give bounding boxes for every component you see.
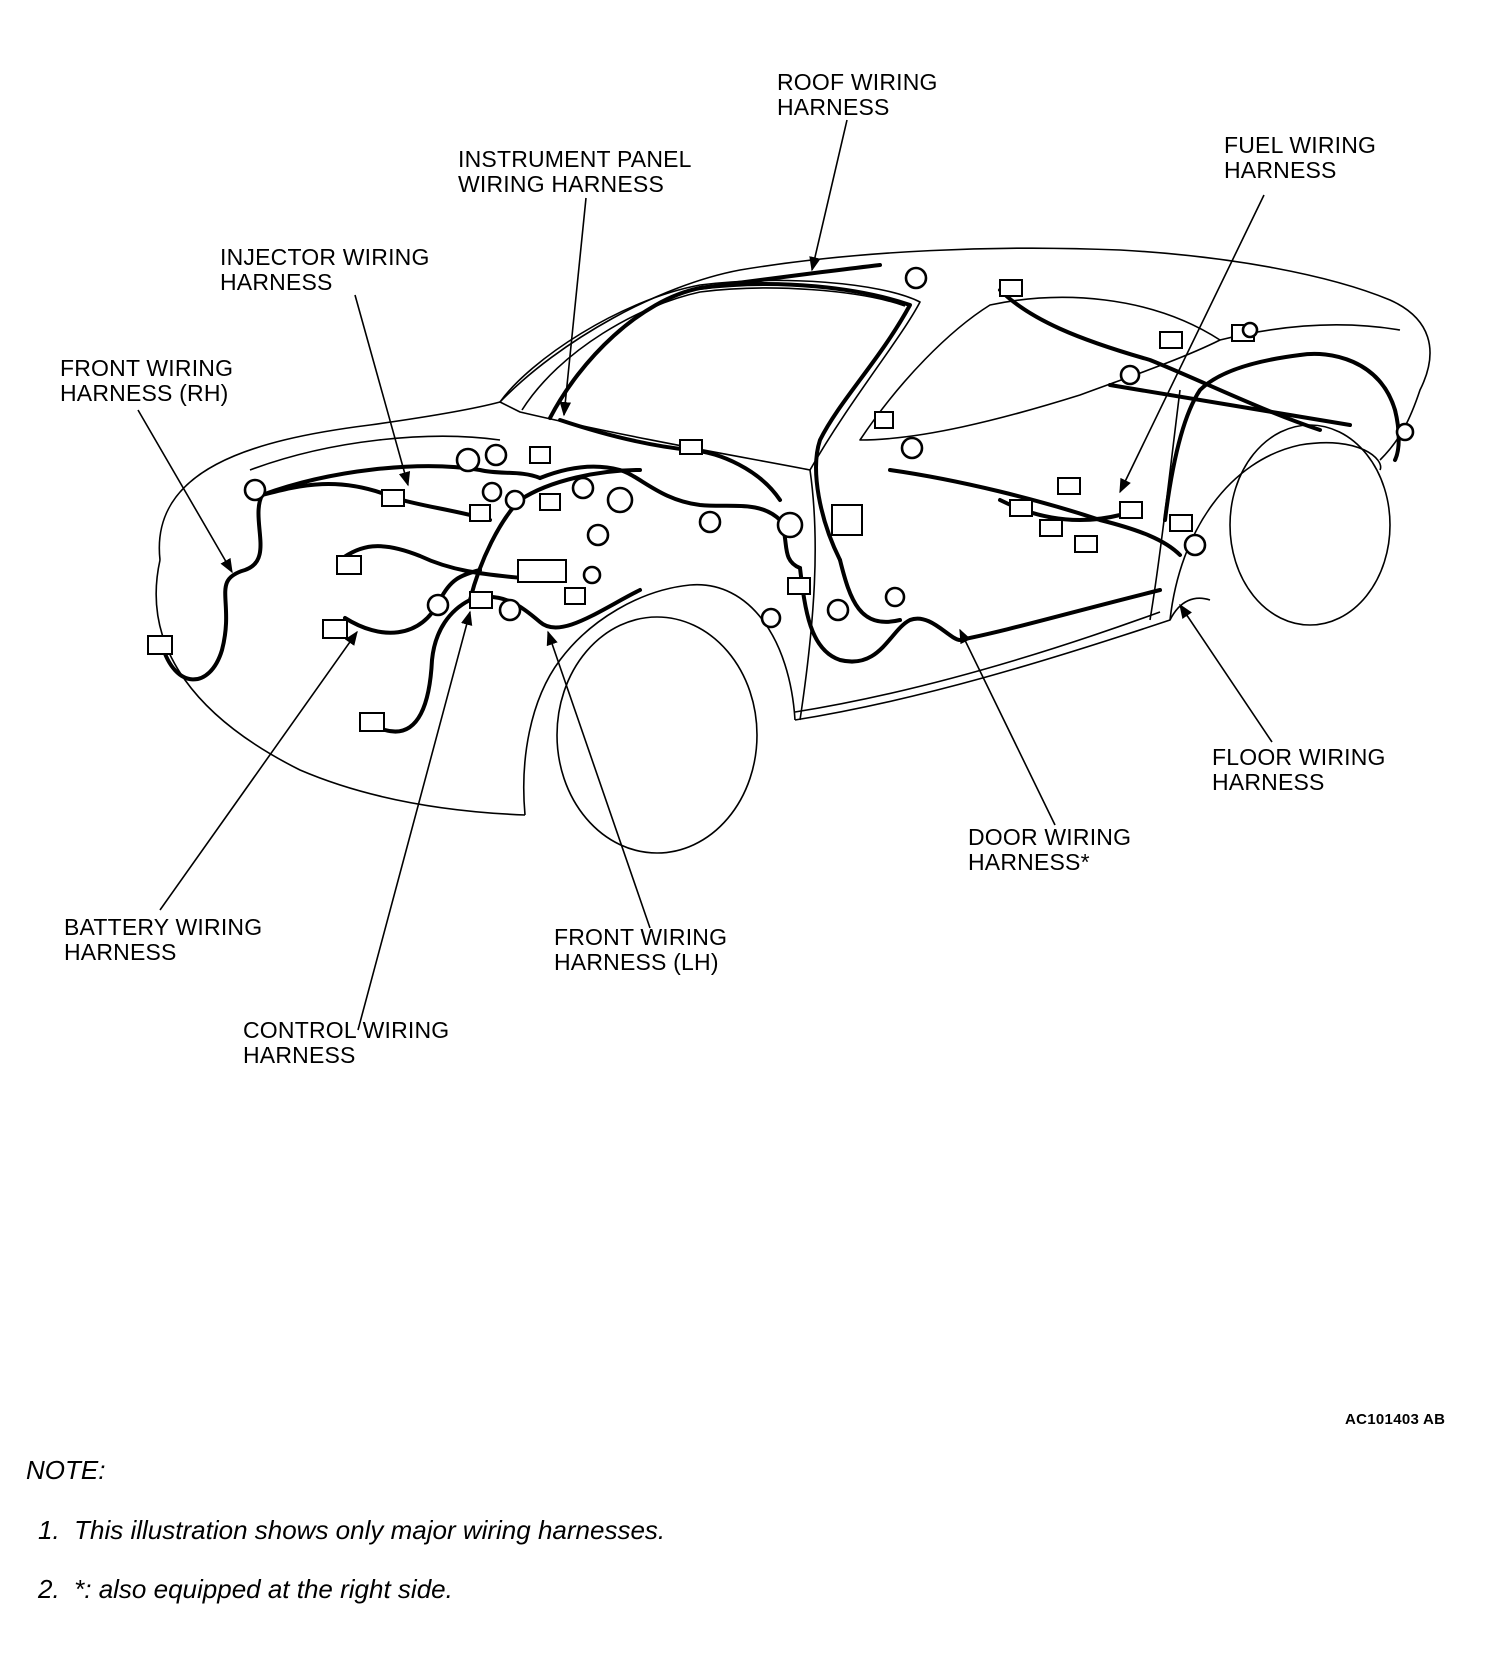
ground-terminal bbox=[455, 447, 481, 473]
connector-box bbox=[539, 493, 561, 511]
label-roof-wiring-harness: ROOF WIRING HARNESS bbox=[777, 69, 938, 120]
connector-box bbox=[1009, 499, 1033, 517]
connector-box bbox=[564, 587, 586, 605]
ground-terminal bbox=[760, 607, 782, 629]
connector-box bbox=[679, 439, 703, 455]
ground-terminal bbox=[698, 510, 722, 534]
ground-terminal bbox=[481, 481, 503, 503]
ground-terminal bbox=[504, 489, 526, 511]
ground-terminal bbox=[586, 523, 610, 547]
leader-battery bbox=[159, 630, 358, 911]
ground-terminal bbox=[484, 443, 508, 467]
label-fuel-wiring-harness: FUEL WIRING HARNESS bbox=[1224, 132, 1377, 183]
connector-box bbox=[1169, 514, 1193, 532]
connector-box bbox=[336, 555, 362, 575]
ground-terminal bbox=[1241, 321, 1259, 339]
leader-fuel bbox=[1119, 194, 1265, 494]
connector-box bbox=[1119, 501, 1143, 519]
label-front-wiring-harness-lh: FRONT WIRING HARNESS (LH) bbox=[554, 924, 728, 975]
label-floor-wiring-harness: FLOOR WIRING HARNESS bbox=[1212, 744, 1386, 795]
ground-terminal bbox=[426, 593, 450, 617]
ground-terminal bbox=[1119, 364, 1141, 386]
connector-box bbox=[1057, 477, 1081, 495]
ground-terminal bbox=[884, 586, 906, 608]
relay-box bbox=[517, 559, 567, 583]
connector-box bbox=[831, 504, 863, 536]
label-front-wiring-harness-rh: FRONT WIRING HARNESS (RH) bbox=[60, 355, 234, 406]
connector-box bbox=[1074, 535, 1098, 553]
ground-terminal bbox=[571, 476, 595, 500]
connector-box bbox=[469, 591, 493, 609]
rear-tire bbox=[1229, 424, 1391, 626]
front-tire bbox=[556, 616, 758, 854]
connector-box bbox=[529, 446, 551, 464]
note-item-2: 2. *: also equipped at the right side. bbox=[38, 1574, 453, 1604]
ground-terminal bbox=[582, 565, 602, 585]
connector-box bbox=[787, 577, 811, 595]
leader-control bbox=[357, 610, 473, 1031]
ground-terminal bbox=[606, 486, 634, 514]
leader-front-lh bbox=[546, 630, 651, 929]
ground-terminal bbox=[826, 598, 850, 622]
leader-lines bbox=[137, 119, 1273, 1031]
note-title: NOTE: bbox=[26, 1455, 106, 1485]
connector-box bbox=[874, 411, 894, 429]
note-item-1: 1. This illustration shows only major wi… bbox=[38, 1515, 666, 1545]
label-instrument-panel-wiring-harness: INSTRUMENT PANEL WIRING HARNESS bbox=[458, 146, 692, 197]
leader-door bbox=[959, 628, 1056, 826]
connector-box bbox=[147, 635, 173, 655]
leader-instrument-panel bbox=[559, 197, 587, 417]
connectors bbox=[147, 266, 1415, 732]
leader-roof bbox=[809, 119, 848, 272]
ground-terminal bbox=[900, 436, 924, 460]
ground-terminal bbox=[243, 478, 267, 502]
label-battery-wiring-harness: BATTERY WIRING HARNESS bbox=[64, 914, 263, 965]
ground-terminal bbox=[904, 266, 928, 290]
connector-box bbox=[359, 712, 385, 732]
connector-box bbox=[1039, 519, 1063, 537]
connector-box bbox=[469, 504, 491, 522]
connector-box bbox=[999, 279, 1023, 297]
ground-terminal bbox=[1183, 533, 1207, 557]
ground-terminal bbox=[498, 598, 522, 622]
figure-id: AC101403 AB bbox=[1345, 1411, 1446, 1428]
label-control-wiring-harness: CONTROL WIRING HARNESS bbox=[243, 1017, 450, 1068]
leader-injector bbox=[354, 294, 411, 487]
connector-box bbox=[381, 489, 405, 507]
leader-floor bbox=[1179, 603, 1273, 743]
connector-box bbox=[1159, 331, 1183, 349]
ground-terminal bbox=[1395, 422, 1415, 442]
ground-terminal bbox=[776, 511, 804, 539]
connector-box bbox=[322, 619, 348, 639]
leader-front-rh bbox=[137, 409, 233, 574]
label-injector-wiring-harness: INJECTOR WIRING HARNESS bbox=[220, 244, 430, 295]
label-door-wiring-harness: DOOR WIRING HARNESS* bbox=[968, 824, 1132, 875]
car-body-outline bbox=[155, 247, 1431, 854]
